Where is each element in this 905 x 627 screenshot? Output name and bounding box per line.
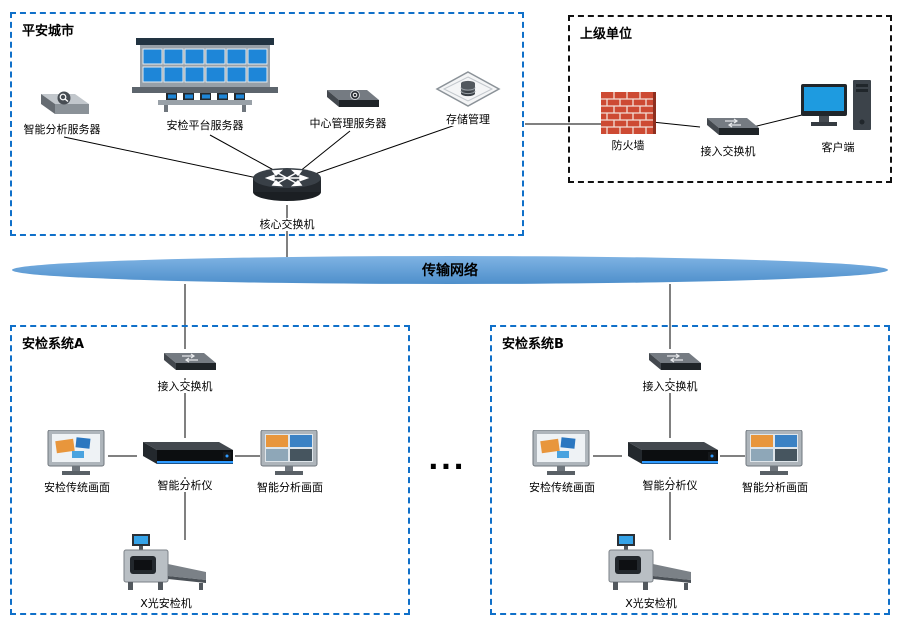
ellipsis: ... xyxy=(428,443,466,476)
analyzer-b-label: 智能分析仪 xyxy=(640,479,700,493)
node-analyzer-b: 智能分析仪 xyxy=(620,434,720,493)
trad-screen-b-label: 安检传统画面 xyxy=(527,481,597,495)
node-analysis-server: 智能分析服务器 xyxy=(12,82,112,137)
node-platform-server: 安检平台服务器 xyxy=(127,36,283,133)
transmission-network-bus: 传输网络 xyxy=(12,256,888,284)
storage-icon xyxy=(435,71,501,107)
client-label: 客户端 xyxy=(819,141,857,155)
transmission-network-label: 传输网络 xyxy=(422,263,478,279)
group-system-b-title: 安检系统B xyxy=(502,337,564,352)
node-firewall: 防火墙 xyxy=(596,88,660,153)
group-superior-unit: 上级单位 xyxy=(568,15,892,183)
node-storage: 存储管理 xyxy=(426,70,510,127)
analyzer-icon xyxy=(628,442,718,464)
analyzer-a-label: 智能分析仪 xyxy=(155,479,215,493)
access-switch-b-label: 接入交换机 xyxy=(640,380,700,394)
monitor-screen-icon xyxy=(47,430,105,475)
monitor-grid-icon xyxy=(745,430,803,475)
xray-machine-icon xyxy=(608,534,691,590)
switch-icon xyxy=(707,118,759,135)
group-system-b: 安检系统B xyxy=(490,325,890,615)
node-analyzer-a: 智能分析仪 xyxy=(135,434,235,493)
group-system-a-title: 安检系统A xyxy=(22,337,85,352)
platform-server-label: 安检平台服务器 xyxy=(164,119,246,133)
node-hq-access-switch: 接入交换机 xyxy=(692,112,764,159)
firewall-icon xyxy=(601,92,656,134)
node-analysis-screen-a: 智能分析画面 xyxy=(245,430,335,495)
trad-screen-a-label: 安检传统画面 xyxy=(42,481,112,495)
analysis-server-label: 智能分析服务器 xyxy=(21,123,103,137)
node-analysis-screen-b: 智能分析画面 xyxy=(730,430,820,495)
xray-machine-icon xyxy=(123,534,206,590)
xray-a-label: X光安检机 xyxy=(138,597,194,611)
access-switch-a-label: 接入交换机 xyxy=(155,380,215,394)
monitor-grid-icon xyxy=(260,430,318,475)
management-server-icon xyxy=(327,90,379,107)
mgmt-server-label: 中心管理服务器 xyxy=(307,117,389,131)
core-switch-icon xyxy=(253,168,321,201)
analysis-screen-b-label: 智能分析画面 xyxy=(740,481,810,495)
building-icon xyxy=(132,38,278,112)
node-core-switch: 核心交换机 xyxy=(247,162,327,232)
node-trad-screen-a: 安检传统画面 xyxy=(32,430,122,495)
node-access-switch-a: 接入交换机 xyxy=(150,347,220,394)
group-safe-city-title: 平安城市 xyxy=(22,24,75,39)
firewall-label: 防火墙 xyxy=(609,139,647,153)
desktop-client-icon xyxy=(801,80,871,130)
node-client: 客户端 xyxy=(800,78,876,155)
analysis-screen-a-label: 智能分析画面 xyxy=(255,481,325,495)
node-mgmt-server: 中心管理服务器 xyxy=(306,84,390,131)
monitor-screen-icon xyxy=(532,430,590,475)
analyzer-icon xyxy=(143,442,233,464)
group-system-a: 安检系统A xyxy=(10,325,410,615)
xray-b-label: X光安检机 xyxy=(623,597,679,611)
server-icon xyxy=(41,91,89,114)
node-access-switch-b: 接入交换机 xyxy=(635,347,705,394)
switch-icon xyxy=(649,353,701,370)
hq-access-switch-label: 接入交换机 xyxy=(698,145,758,159)
group-superior-unit-title: 上级单位 xyxy=(580,27,633,42)
group-safe-city: 平安城市 xyxy=(10,12,524,236)
storage-label: 存储管理 xyxy=(444,113,492,127)
node-trad-screen-b: 安检传统画面 xyxy=(517,430,607,495)
core-switch-label: 核心交换机 xyxy=(257,218,317,232)
node-xray-b: X光安检机 xyxy=(606,534,696,611)
node-xray-a: X光安检机 xyxy=(121,534,211,611)
switch-icon xyxy=(164,353,216,370)
